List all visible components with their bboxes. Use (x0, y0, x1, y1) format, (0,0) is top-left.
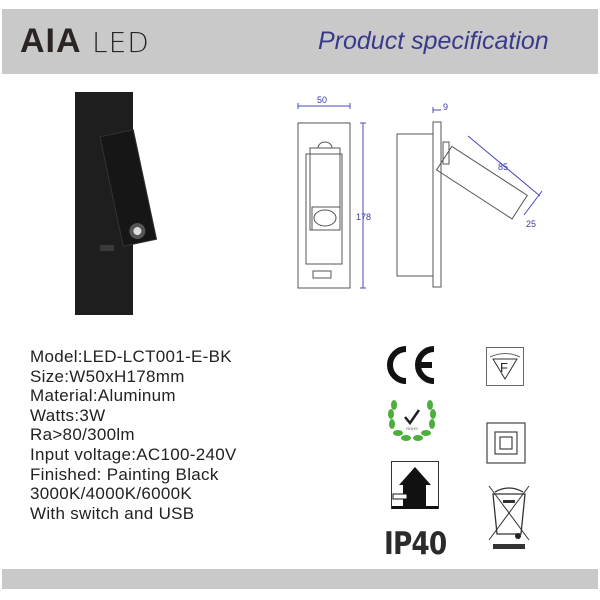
spec-finish: Finished: Painting Black (30, 464, 219, 484)
svg-text:F: F (500, 360, 508, 375)
spec-material: Material:Aluminum (30, 386, 176, 406)
dim-depth: 9 (443, 102, 448, 112)
footer-bar (2, 569, 598, 589)
page-title: Product specification (318, 27, 549, 55)
rohs-icon: ROHS (388, 400, 436, 441)
spec-features: With switch and USB (30, 503, 195, 523)
header-bar (2, 9, 598, 74)
dim-height: 178 (356, 212, 371, 222)
dim-head-width: 25 (526, 219, 536, 229)
weee-bin-icon (488, 485, 530, 549)
indoor-use-icon (391, 461, 439, 509)
spec-cct: 3000K/4000K/6000K (30, 484, 193, 504)
product-photo (75, 92, 158, 315)
f-mark-icon: F (486, 347, 524, 386)
spec-size: Size:W50xH178mm (30, 366, 185, 386)
technical-drawing: 50 178 9 85 25 (297, 95, 543, 289)
dim-width: 50 (317, 95, 327, 105)
double-insulation-icon (486, 422, 526, 464)
spec-watts: Watts:3W (30, 405, 106, 425)
logo: AIA LED (20, 22, 150, 60)
rohs-label: ROHS (406, 426, 418, 431)
spec-ra: Ra>80/300lm (30, 425, 135, 445)
dim-head-length: 85 (498, 162, 508, 172)
spec-voltage: Input voltage:AC100-240V (30, 444, 237, 464)
spec-model: Model:LED-LCT001-E-BK (30, 347, 232, 366)
ip-rating: IP40 (384, 526, 447, 562)
ce-mark-icon (387, 346, 435, 384)
spec-list: Model:LED-LCT001-E-BK Size:W50xH178mm Ma… (30, 347, 237, 523)
